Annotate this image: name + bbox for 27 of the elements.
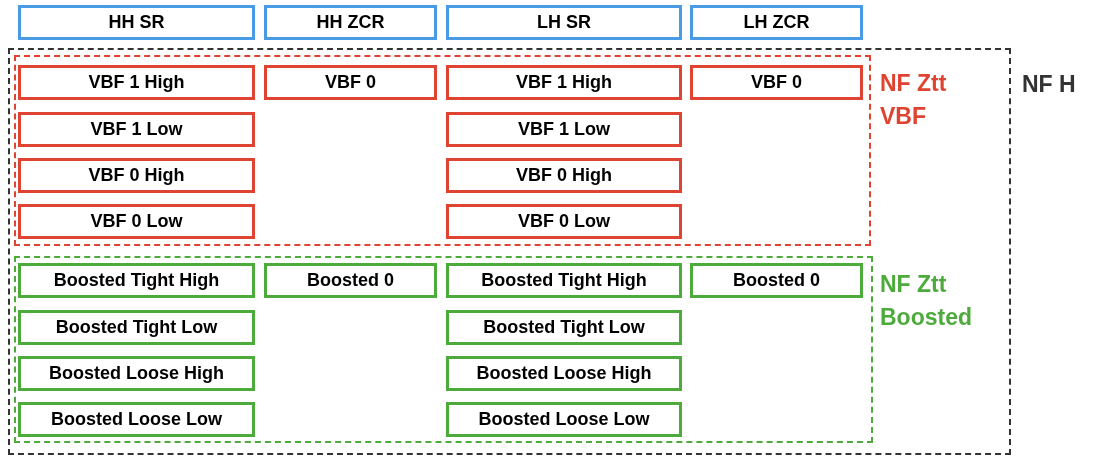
region-box: Boosted Loose Low	[18, 402, 255, 437]
region-box: VBF 0 High	[446, 158, 682, 193]
region-box: VBF 0 Low	[18, 204, 255, 239]
region-box: VBF 0 Low	[446, 204, 682, 239]
region-box: Boosted Loose High	[18, 356, 255, 391]
region-box: Boosted Loose High	[446, 356, 682, 391]
region-box: VBF 1 High	[18, 65, 255, 100]
region-box: LH SR	[446, 5, 682, 40]
region-box: HH SR	[18, 5, 255, 40]
group-heading: NF Ztt Boosted	[880, 270, 973, 332]
region-box: Boosted Tight Low	[446, 310, 682, 345]
group-heading: NF H	[1022, 70, 1077, 99]
region-box: Boosted 0	[264, 263, 437, 298]
region-box: LH ZCR	[690, 5, 863, 40]
group-heading: NF Ztt VBF	[880, 69, 948, 131]
region-box: HH ZCR	[264, 5, 437, 40]
region-box: Boosted 0	[690, 263, 863, 298]
region-box: Boosted Tight High	[18, 263, 255, 298]
region-box: VBF 1 High	[446, 65, 682, 100]
region-box: Boosted Tight Low	[18, 310, 255, 345]
region-box: VBF 0	[690, 65, 863, 100]
region-box: VBF 0 High	[18, 158, 255, 193]
region-box: VBF 1 Low	[446, 112, 682, 147]
region-box: VBF 0	[264, 65, 437, 100]
region-box: Boosted Tight High	[446, 263, 682, 298]
region-box: Boosted Loose Low	[446, 402, 682, 437]
region-box: VBF 1 Low	[18, 112, 255, 147]
